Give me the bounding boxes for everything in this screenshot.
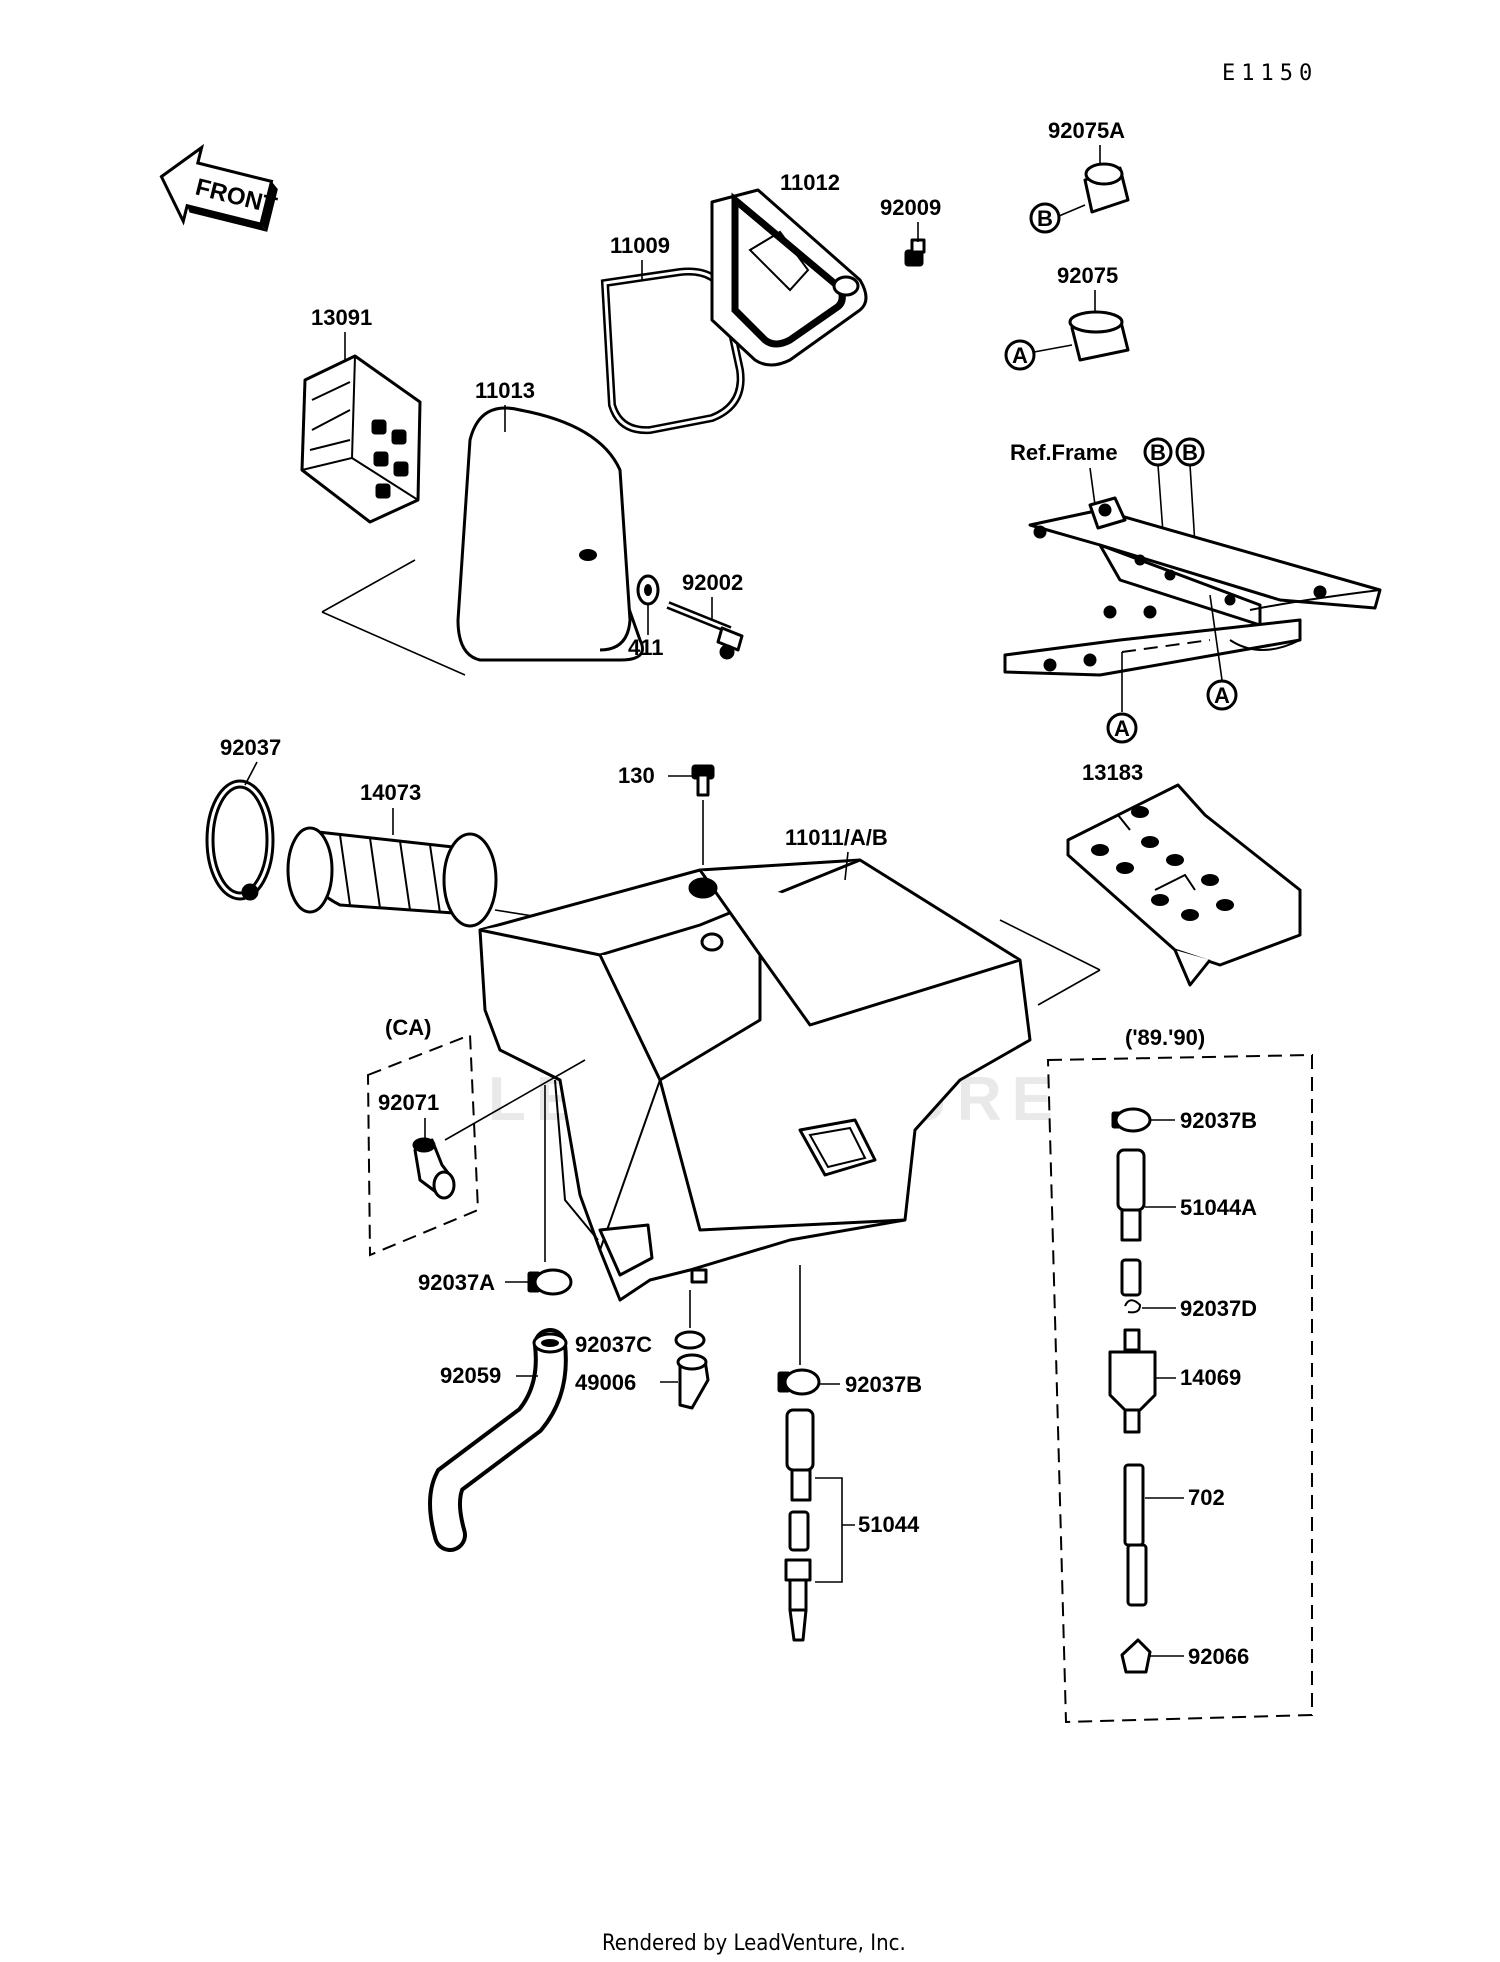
part-11009-gasket — [600, 267, 745, 435]
part-14073-duct — [286, 826, 498, 928]
part-130-bolt — [691, 764, 715, 797]
marker-a-frame-1 — [1206, 679, 1238, 711]
part-92037D-clip — [1124, 1299, 1142, 1314]
ref-frame-drawing — [1003, 496, 1382, 677]
callout-130: 130 — [618, 763, 655, 788]
callout-11009: 11009 — [610, 233, 670, 258]
callout-49006: 49006 — [575, 1370, 636, 1395]
callout-92037B-box: 92037B — [1180, 1108, 1257, 1133]
callout-92066: 92066 — [1188, 1644, 1249, 1669]
part-92037-clamp — [205, 779, 275, 901]
part-51044-tube — [784, 1408, 815, 1642]
part-49006-cap — [676, 1353, 710, 1410]
callout-13183: 13183 — [1082, 760, 1143, 785]
part-702-tube — [1123, 1463, 1145, 1547]
callout-years: ('89.'90) — [1125, 1025, 1205, 1050]
callout-92075A: 92075A — [1048, 118, 1125, 143]
callout-11013: 11013 — [475, 378, 535, 403]
callout-14069: 14069 — [1180, 1365, 1241, 1390]
part-92037A-clip — [527, 1268, 573, 1296]
ca-dashed-box — [366, 1033, 480, 1257]
part-13091-screen — [300, 354, 422, 524]
callout-92071: 92071 — [378, 1090, 439, 1115]
marker-b-label: B — [1182, 440, 1198, 465]
part-51044A-tube — [1116, 1148, 1146, 1297]
callout-92002: 92002 — [682, 570, 743, 595]
part-11013-filter-element — [456, 406, 644, 662]
callout-92037C: 92037C — [575, 1332, 652, 1357]
callout-92037D: 92037D — [1180, 1296, 1257, 1321]
callout-92037A: 92037A — [418, 1270, 495, 1295]
callout-13091: 13091 — [311, 305, 372, 330]
marker-a-label: A — [1012, 343, 1028, 368]
callout-92009: 92009 — [880, 195, 941, 220]
diagram-code: E1150 — [1222, 61, 1318, 86]
callout-ca: (CA) — [385, 1015, 431, 1040]
part-92075A-damper — [1083, 162, 1130, 214]
part-92002-bolt — [666, 601, 744, 660]
part-92071-fitting — [412, 1137, 456, 1200]
part-14069-fuel-filter — [1108, 1328, 1157, 1434]
marker-b-label: B — [1037, 206, 1053, 231]
callout-92075: 92075 — [1057, 263, 1118, 288]
part-702-tube-lower — [1126, 1543, 1148, 1607]
part-92075-damper — [1068, 310, 1130, 362]
front-arrow-icon: FRONT — [159, 143, 280, 232]
marker-b-label: B — [1150, 440, 1166, 465]
part-92037C-clip — [674, 1330, 706, 1350]
years-dashed-box — [1046, 1053, 1313, 1724]
marker-a-label: A — [1114, 716, 1130, 741]
callout-92059: 92059 — [440, 1363, 501, 1388]
part-92037B-clip — [777, 1368, 821, 1396]
part-13183-plate — [1066, 783, 1302, 987]
marker-a-frame-2 — [1106, 712, 1138, 744]
callout-411: 411 — [628, 635, 664, 660]
part-92059-hose — [428, 1328, 568, 1552]
callout-92037B: 92037B — [845, 1372, 922, 1397]
marker-a-label: A — [1214, 683, 1230, 708]
marker-b-92075A — [1029, 202, 1061, 234]
callout-11012: 11012 — [780, 170, 840, 195]
part-92009-screw — [904, 238, 926, 267]
part-11012-cover — [710, 188, 868, 367]
callout-ref-frame: Ref.Frame — [1010, 440, 1118, 465]
callout-51044A: 51044A — [1180, 1195, 1257, 1220]
callout-51044: 51044 — [858, 1512, 920, 1537]
callout-11011AB: 11011/A/B — [785, 825, 888, 850]
part-92037B-clip-box — [1111, 1107, 1152, 1133]
marker-a-92075 — [1004, 339, 1036, 371]
callout-14073: 14073 — [360, 780, 421, 805]
callout-702: 702 — [1188, 1485, 1225, 1510]
part-92066-cap — [1120, 1638, 1152, 1674]
callout-92037: 92037 — [220, 735, 281, 760]
part-11011-air-box — [478, 858, 1032, 1302]
credit-text: Rendered by LeadVenture, Inc. — [602, 1931, 906, 1956]
